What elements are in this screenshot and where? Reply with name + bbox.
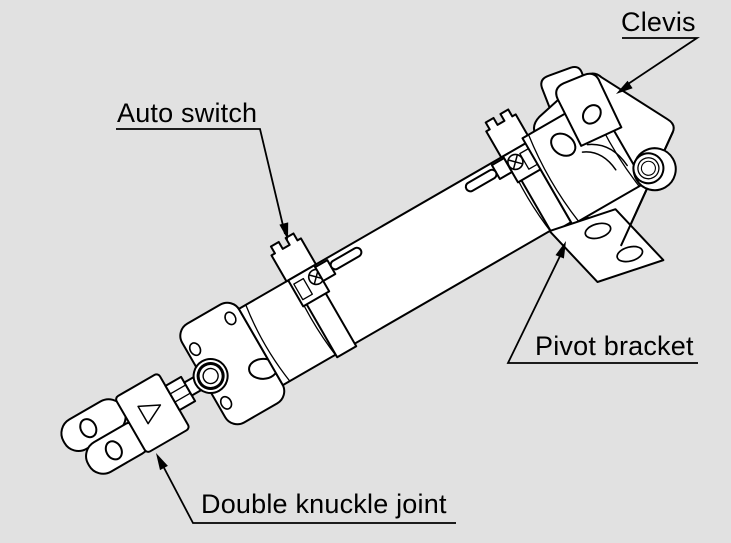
leader-clevis <box>622 37 700 87</box>
clevis-yoke-edge <box>586 143 628 167</box>
rod-cover-flange <box>179 301 286 426</box>
rear-cover-outline <box>521 95 646 226</box>
clevis-yoke-edge <box>581 151 617 171</box>
knuckle-upper-hole <box>79 418 98 439</box>
arrowhead-clevis <box>616 80 633 94</box>
knuckle-notch <box>137 404 162 425</box>
switch-holder <box>269 232 317 283</box>
mounting-slot <box>584 222 612 240</box>
leader-double-knuckle-joint <box>161 463 456 524</box>
base-plate <box>548 208 665 283</box>
mounting-slot <box>616 245 644 263</box>
label-auto-switch: Auto switch <box>117 98 258 128</box>
knuckle-lower-hole <box>104 440 123 461</box>
rear-cover-arc <box>527 134 580 222</box>
leader-pivot-bracket <box>506 253 698 364</box>
leader-auto-switch <box>116 128 286 235</box>
flange-bolt-hole <box>219 395 233 410</box>
arrowhead-pivot-bracket <box>555 241 566 259</box>
clevis-pin <box>632 147 677 192</box>
label-clevis: Clevis <box>621 7 696 37</box>
rod-nut-facet <box>169 384 187 395</box>
pivot-bracket-base <box>548 208 665 283</box>
switch-cable <box>329 246 363 271</box>
switch-indicator <box>293 277 313 301</box>
clevis-pin-hole <box>581 104 602 125</box>
screw-cross <box>513 155 518 169</box>
label-double-knuckle-joint: Double knuckle joint <box>201 489 447 519</box>
cylinder-assembly <box>60 65 677 475</box>
pin-thread-ring <box>640 160 656 176</box>
flange-bolt-hole <box>224 311 237 326</box>
double-knuckle-joint <box>60 373 190 475</box>
arrowhead-double-knuckle-joint <box>156 453 168 471</box>
label-pivot-bracket: Pivot bracket <box>535 331 694 361</box>
rod-nut-facet <box>174 392 192 403</box>
rod-bushing-bore <box>202 367 219 385</box>
tube-front-arc <box>245 304 291 382</box>
switch-holder <box>484 108 532 159</box>
arrowhead-auto-switch <box>279 222 289 240</box>
rear-port-hole <box>550 132 577 157</box>
callout-leaders <box>116 37 700 524</box>
callout-arrowheads <box>156 80 633 471</box>
flange-bolt-hole <box>188 342 202 357</box>
clevis <box>555 72 628 171</box>
auto-switch-1 <box>269 232 363 359</box>
switch-cable <box>464 168 498 193</box>
